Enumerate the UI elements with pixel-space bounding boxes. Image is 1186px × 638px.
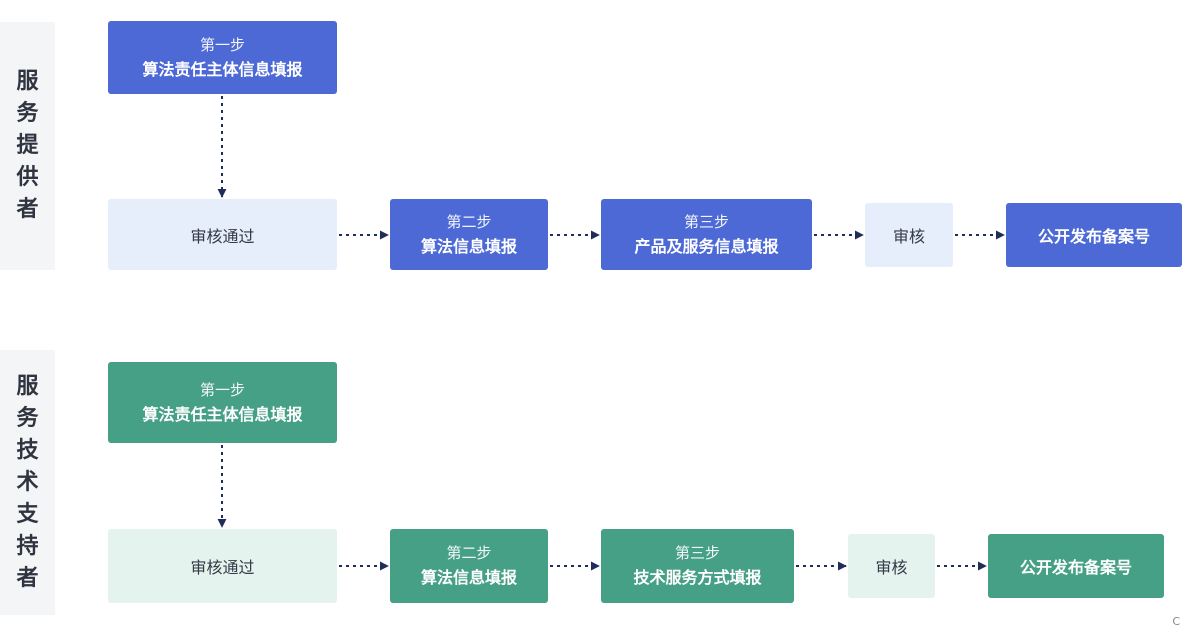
review-pass-label: 审核通过 bbox=[190, 226, 255, 246]
review-label: 审核 bbox=[892, 227, 925, 246]
support-step1-box: 第一步 算法责任主体信息填报 bbox=[108, 362, 337, 443]
lane-label-char: 服 bbox=[16, 69, 39, 94]
step-title: 算法责任主体信息填报 bbox=[142, 59, 303, 79]
review-pass-label: 审核通过 bbox=[190, 558, 255, 577]
lane-label-char: 支 bbox=[16, 501, 39, 527]
step-number: 第一步 bbox=[199, 380, 245, 399]
provider-final-box: 公开发布备案号 bbox=[1006, 203, 1182, 267]
support-step2-box: 第二步 算法信息填报 bbox=[390, 529, 548, 603]
lane-label-char: 持 bbox=[16, 533, 39, 559]
step-title: 算法责任主体信息填报 bbox=[142, 404, 303, 424]
support-review-pass-box: 审核通过 bbox=[108, 529, 337, 603]
step-number: 第三步 bbox=[674, 544, 720, 562]
provider-step2-box: 第二步 算法信息填报 bbox=[390, 199, 548, 270]
lane-label-char: 者 bbox=[16, 197, 39, 222]
lane-label-char: 者 bbox=[16, 565, 39, 591]
provider-step3-box: 第三步 产品及服务信息填报 bbox=[601, 199, 812, 270]
review-label: 审核 bbox=[875, 558, 908, 577]
lane-label-char: 服 bbox=[16, 373, 39, 399]
lane-label-char: 术 bbox=[16, 469, 39, 495]
provider-review-pass-box: 审核通过 bbox=[108, 199, 337, 270]
lane-label-char: 务 bbox=[16, 405, 39, 431]
lane-label-char: 供 bbox=[16, 165, 39, 190]
lane-label-char: 技 bbox=[16, 437, 39, 463]
support-step3-box: 第三步 技术服务方式填报 bbox=[601, 529, 794, 603]
provider-review-box: 审核 bbox=[865, 203, 953, 267]
lane-label-char: 提 bbox=[16, 133, 39, 158]
step-title: 算法信息填报 bbox=[420, 568, 517, 587]
step-title: 产品及服务信息填报 bbox=[634, 236, 779, 256]
corner-mark: C bbox=[1172, 615, 1180, 628]
provider-step1-box: 第一步 算法责任主体信息填报 bbox=[108, 21, 337, 94]
support-review-box: 审核 bbox=[848, 534, 935, 598]
step-title: 算法信息填报 bbox=[420, 236, 517, 256]
step-number: 第一步 bbox=[199, 35, 245, 54]
lane-label-char: 务 bbox=[16, 101, 39, 126]
lane-label-tech-support: 服 务 技 术 支 持 者 bbox=[0, 350, 55, 615]
final-label: 公开发布备案号 bbox=[1037, 227, 1150, 246]
step-number: 第二步 bbox=[446, 544, 492, 562]
lane-label-provider: 服 务 提 供 者 bbox=[0, 22, 55, 270]
step-number: 第二步 bbox=[446, 212, 492, 231]
step-title: 技术服务方式填报 bbox=[633, 568, 762, 587]
step-number: 第三步 bbox=[683, 212, 729, 231]
final-label: 公开发布备案号 bbox=[1019, 558, 1132, 577]
support-final-box: 公开发布备案号 bbox=[988, 534, 1164, 598]
